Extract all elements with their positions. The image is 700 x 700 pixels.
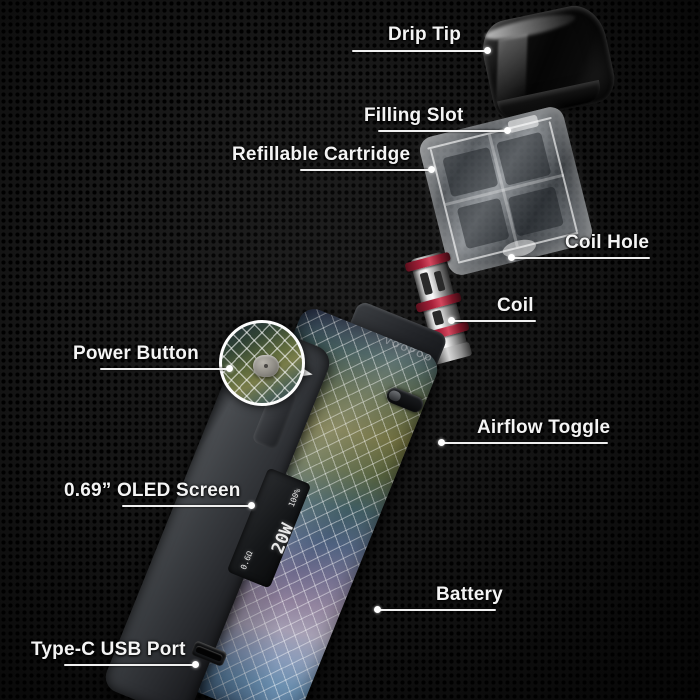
label-power-button: Power Button bbox=[73, 343, 199, 364]
dot-oled-screen bbox=[248, 502, 255, 509]
dot-coil-hole bbox=[508, 254, 515, 261]
dot-airflow-toggle bbox=[438, 439, 445, 446]
dot-drip-tip bbox=[484, 47, 491, 54]
dot-coil bbox=[448, 317, 455, 324]
label-drip-tip: Drip Tip bbox=[388, 24, 462, 45]
leader-refillable-cartridge bbox=[300, 169, 432, 171]
magnified-power-button-dot bbox=[264, 364, 268, 368]
device-body: VOOPOO 100% 20W 0.6Ω bbox=[101, 300, 490, 700]
dot-filling-slot bbox=[504, 127, 511, 134]
label-refillable-cartridge: Refillable Cartridge bbox=[232, 144, 411, 165]
leader-coil bbox=[452, 320, 536, 322]
leader-power-button bbox=[100, 368, 230, 370]
magnifier-lens bbox=[219, 320, 305, 406]
airflow-toggle-nub bbox=[387, 388, 403, 403]
dot-power-button bbox=[226, 365, 233, 372]
label-oled-screen: 0.69” OLED Screen bbox=[64, 480, 241, 501]
leader-drip-tip bbox=[352, 50, 488, 52]
power-button-magnifier bbox=[219, 320, 316, 406]
dot-type-c-usb-port bbox=[192, 661, 199, 668]
label-airflow-toggle: Airflow Toggle bbox=[477, 417, 611, 438]
label-filling-slot: Filling Slot bbox=[364, 105, 464, 126]
label-coil-hole: Coil Hole bbox=[565, 232, 650, 253]
leader-type-c-usb-port bbox=[64, 664, 196, 666]
leader-coil-hole bbox=[512, 257, 650, 259]
leader-oled-screen bbox=[122, 505, 252, 507]
oled-battery-reading: 100% bbox=[286, 487, 303, 509]
leader-filling-slot bbox=[378, 130, 508, 132]
leader-battery bbox=[378, 609, 496, 611]
dot-refillable-cartridge bbox=[428, 166, 435, 173]
oled-resistance-reading: 0.6Ω bbox=[238, 549, 255, 572]
label-coil: Coil bbox=[497, 295, 534, 316]
leader-airflow-toggle bbox=[442, 442, 608, 444]
magnified-power-button bbox=[253, 355, 279, 377]
label-type-c-usb-port: Type-C USB Port bbox=[31, 639, 186, 660]
dot-battery bbox=[374, 606, 381, 613]
label-battery: Battery bbox=[436, 584, 503, 605]
